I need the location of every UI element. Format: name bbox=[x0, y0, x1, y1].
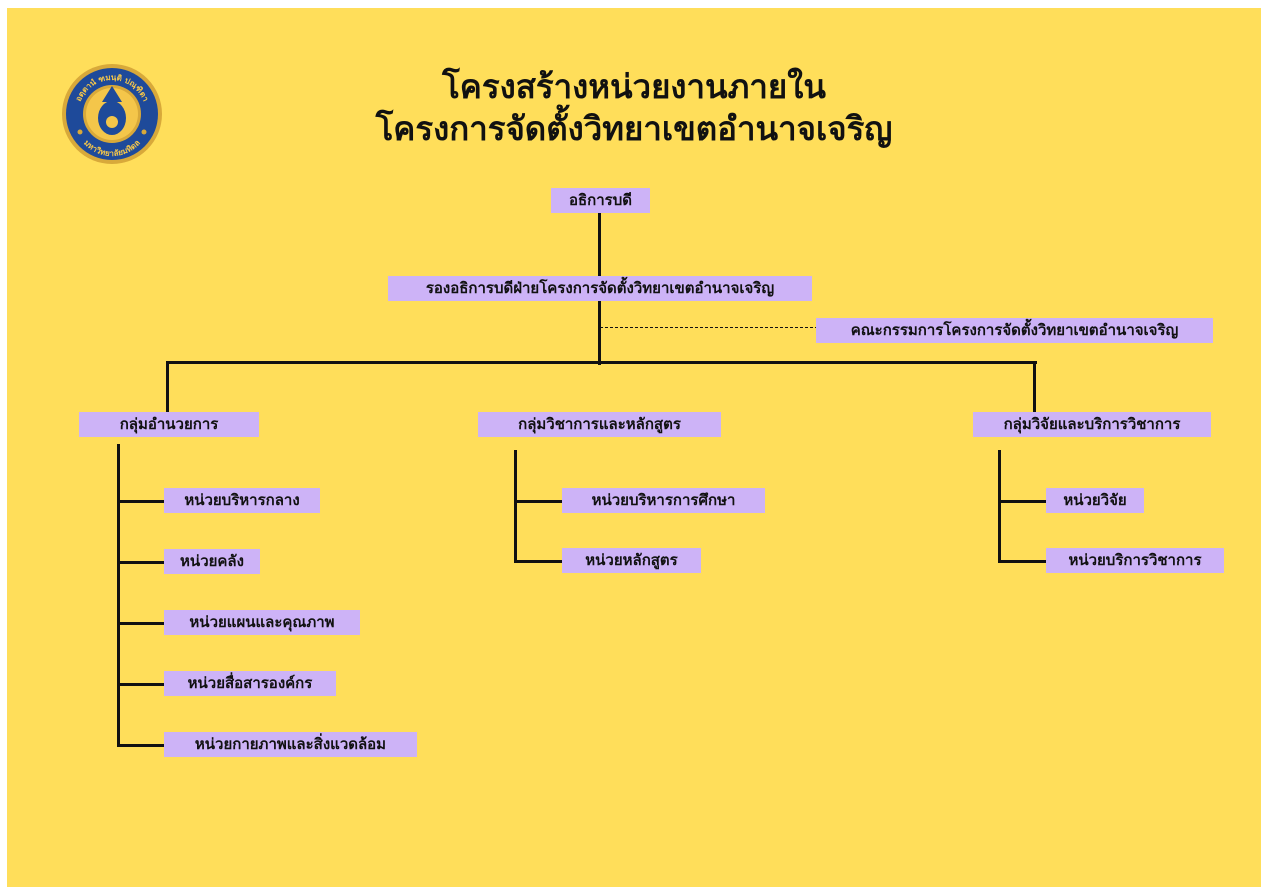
box-group-administration: กลุ่มอำนวยการ bbox=[79, 412, 259, 437]
box-unit: หน่วยกายภาพและสิ่งแวดล้อม bbox=[164, 732, 417, 757]
connector-group-3-units bbox=[998, 450, 1001, 563]
committee-dashed-line bbox=[600, 327, 818, 328]
box-unit: หน่วยสื่อสารองค์กร bbox=[164, 671, 336, 696]
page-title-line1: โครงสร้างหน่วยงานภายใน bbox=[442, 67, 826, 106]
box-vice-president: รองอธิการบดีฝ่ายโครงการจัดตั้งวิทยาเขตอำ… bbox=[388, 276, 812, 301]
box-president: อธิการบดี bbox=[551, 188, 650, 213]
box-unit: หน่วยคลัง bbox=[164, 549, 260, 574]
page-title-line2: โครงการจัดตั้งวิทยาเขตอำนาจเจริญ bbox=[375, 109, 893, 148]
box-committee: คณะกรรมการโครงการจัดตั้งวิทยาเขตอำนาจเจร… bbox=[816, 318, 1213, 343]
box-unit: หน่วยแผนและคุณภาพ bbox=[164, 610, 360, 635]
connector-group-3 bbox=[1033, 361, 1036, 412]
connector-group-2-units bbox=[514, 450, 517, 563]
box-group-research: กลุ่มวิจัยและบริการวิชาการ bbox=[973, 412, 1211, 437]
connector-group-bar bbox=[166, 361, 1037, 364]
box-unit: หน่วยบริหารการศึกษา bbox=[562, 488, 765, 513]
connector-group-1-units bbox=[117, 444, 120, 747]
box-unit: หน่วยบริการวิชาการ bbox=[1046, 548, 1224, 573]
connector-unit bbox=[514, 560, 563, 563]
connector-unit bbox=[117, 500, 166, 503]
box-unit: หน่วยบริหารกลาง bbox=[164, 488, 320, 513]
box-group-academic: กลุ่มวิชาการและหลักสูตร bbox=[478, 412, 721, 437]
connector-unit bbox=[117, 622, 166, 625]
connector-unit bbox=[514, 500, 563, 503]
box-unit: หน่วยหลักสูตร bbox=[562, 548, 701, 573]
connector-unit bbox=[117, 561, 166, 564]
connector-unit bbox=[117, 744, 166, 747]
connector-unit bbox=[998, 560, 1047, 563]
connector-unit bbox=[117, 683, 166, 686]
university-seal-icon: อตฺตานํ ฑมนฺติ ปณฺฑิตา มหาวิทยาลัยมหิดล bbox=[62, 64, 162, 164]
connector-group-1 bbox=[166, 361, 169, 412]
box-unit: หน่วยวิจัย bbox=[1046, 488, 1144, 513]
connector-unit bbox=[998, 500, 1047, 503]
